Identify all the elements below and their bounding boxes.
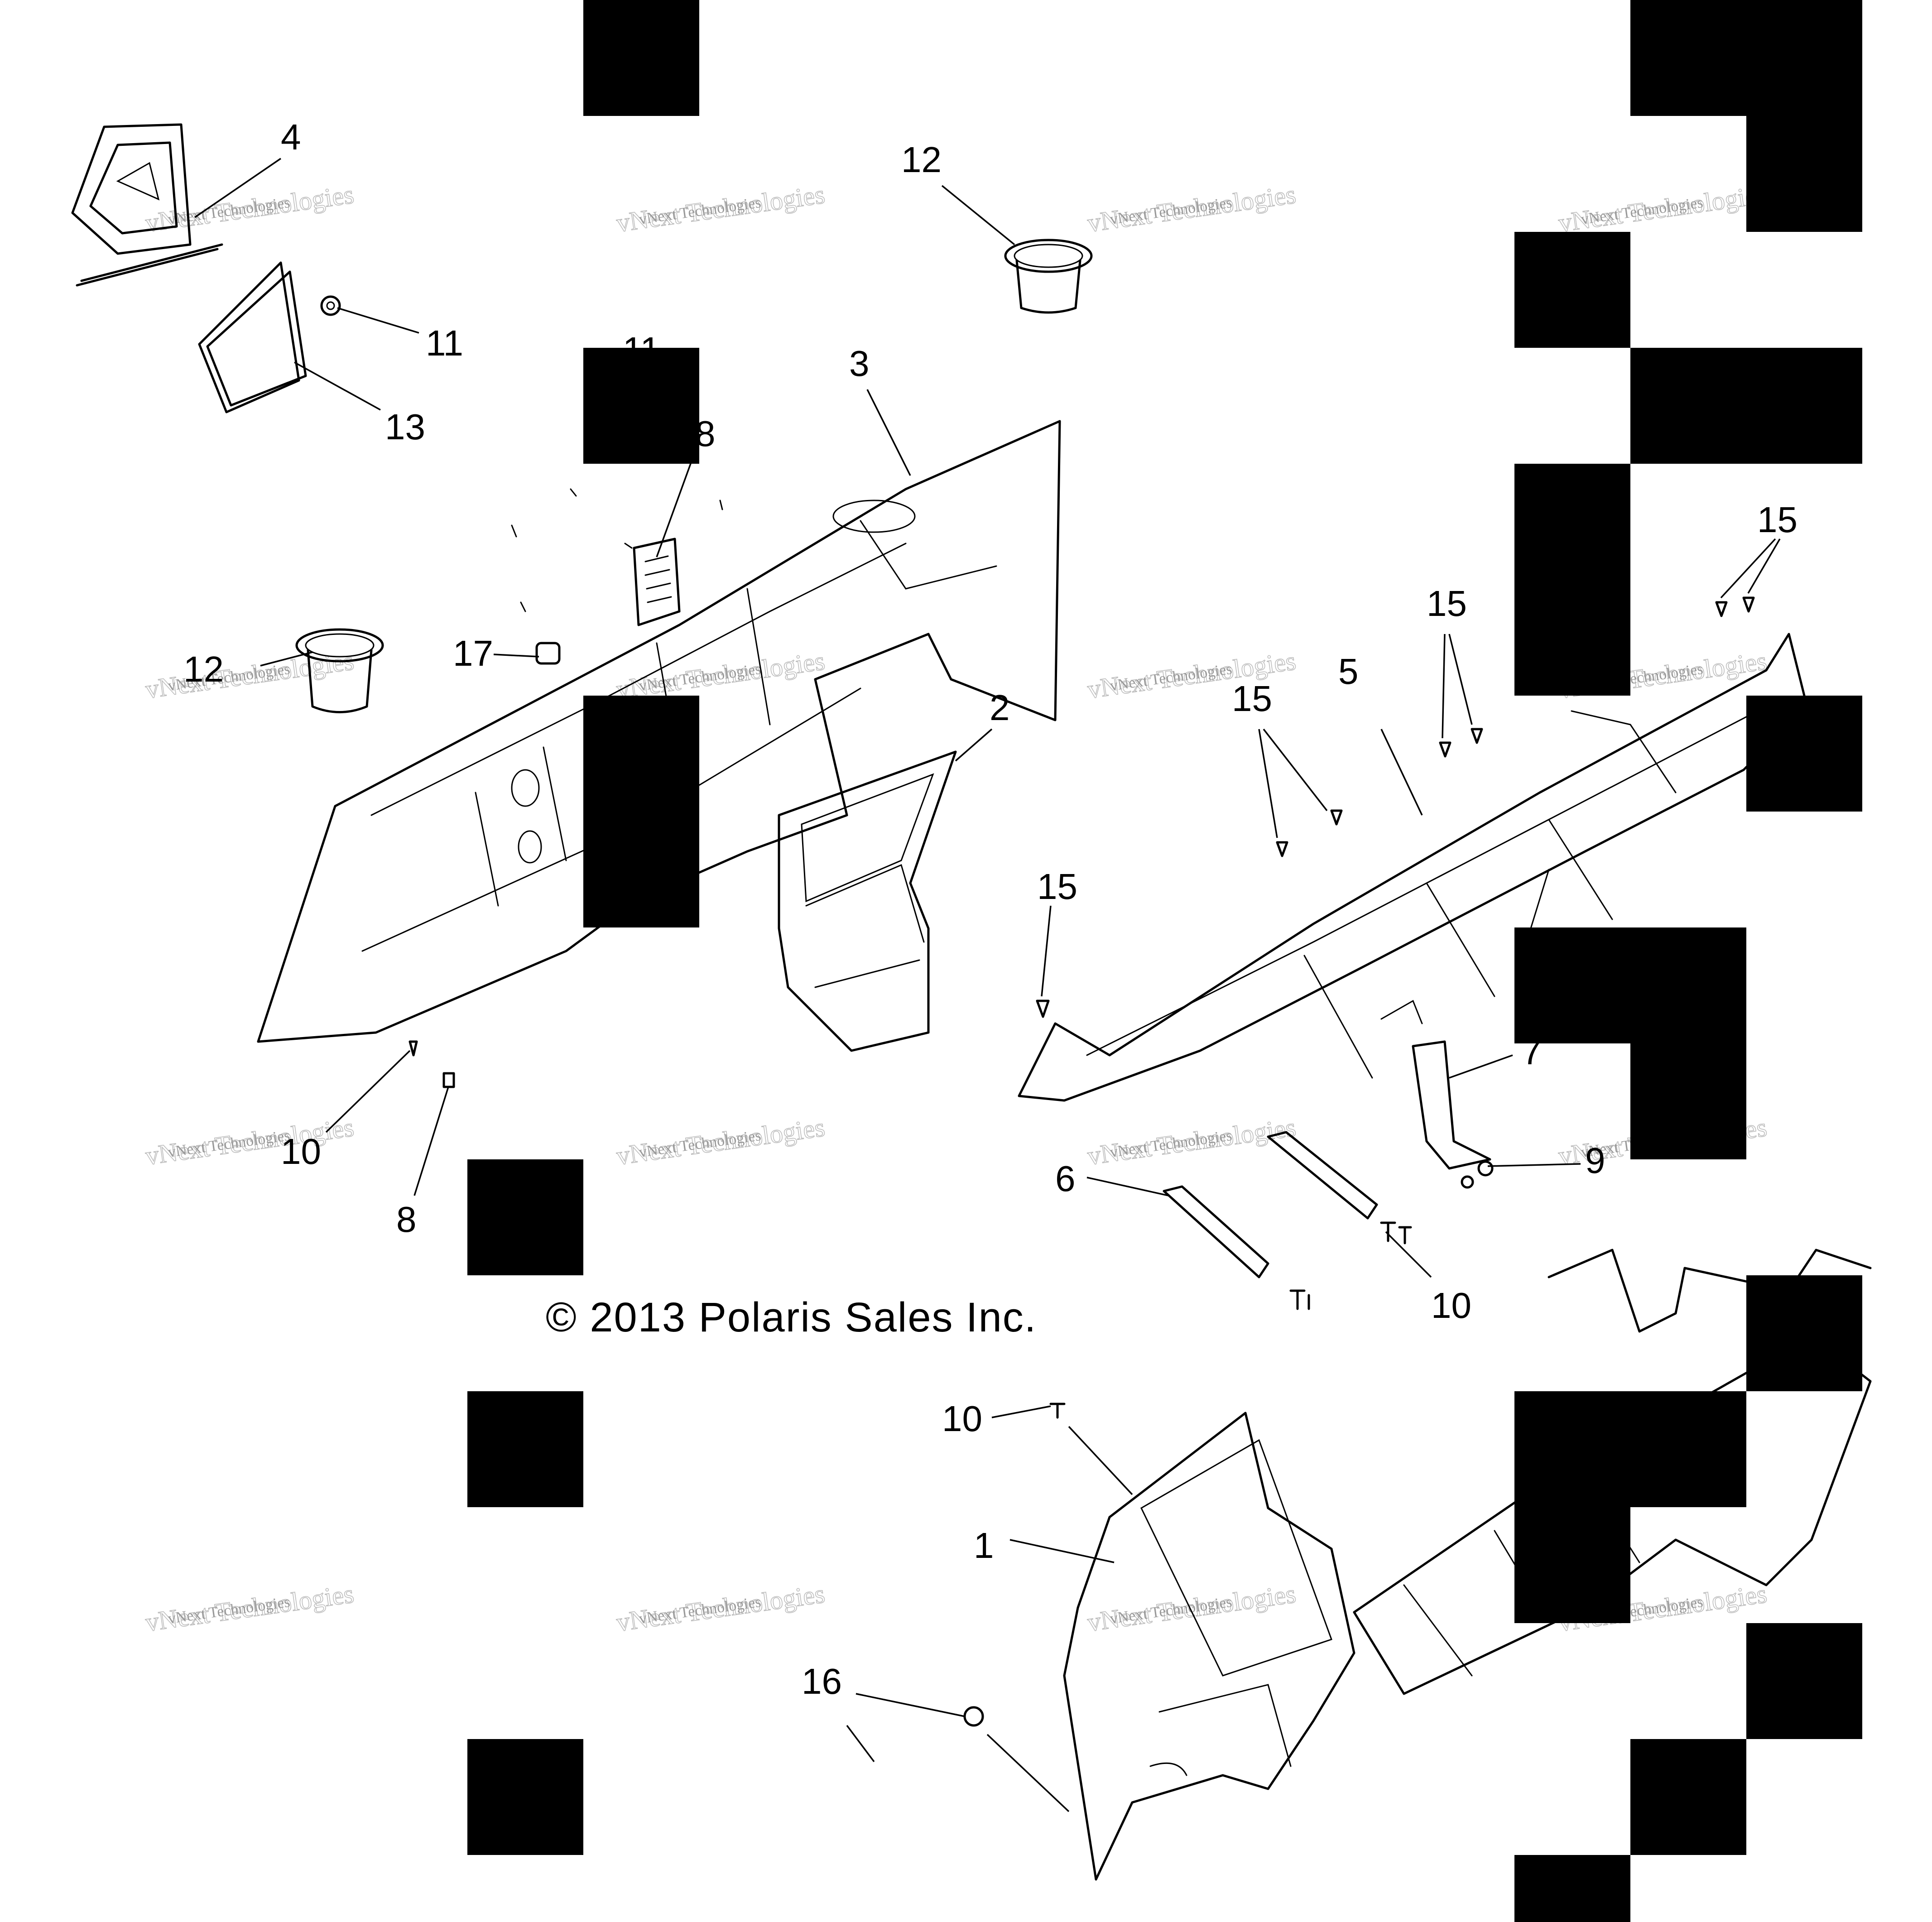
- callout-10-left: 10: [281, 1131, 321, 1172]
- callout-4: 4: [281, 117, 301, 157]
- part-11-nut: [320, 295, 341, 316]
- redaction-block: [1514, 1391, 1746, 1507]
- redaction-block: [1514, 232, 1630, 348]
- callout-13: 13: [385, 407, 425, 447]
- redaction-blocks: [467, 0, 1862, 1922]
- callout-8-bottom: 8: [396, 1199, 417, 1240]
- watermark: vNext Technologies vNext Technologies: [614, 1578, 827, 1637]
- part-12-cup-holder-top: [1004, 239, 1093, 314]
- part-13-seal: [198, 261, 307, 413]
- callout-labels: 1 2 3 4 5 6 7 8 8 9 10 10 10 11 11 12 12…: [183, 117, 1797, 1701]
- redaction-block: [1514, 464, 1630, 696]
- redaction-block: [1514, 1507, 1630, 1623]
- part-18-vent: [633, 538, 681, 626]
- watermark: vNext Technologies vNext Technologies: [1085, 1578, 1298, 1637]
- part-12-cup-holder-left: [295, 628, 384, 713]
- watermark: vNext Technologies vNext Technologies: [143, 1112, 356, 1171]
- part-6-brace-right: [1267, 1131, 1378, 1220]
- watermark: vNext Technologies vNext Technologies: [614, 1112, 827, 1171]
- callout-10-bottom: 10: [942, 1398, 982, 1439]
- redaction-block: [1630, 0, 1862, 116]
- redaction-block: [583, 0, 699, 116]
- redaction-block: [1746, 1623, 1862, 1739]
- callout-15-d: 15: [1757, 500, 1797, 540]
- watermark: vNext Technologies vNext Technologies: [614, 179, 827, 238]
- part-17-plug: [535, 642, 561, 665]
- redaction-block: [1630, 1043, 1746, 1159]
- redaction-block: [467, 1739, 583, 1855]
- redaction-block: [467, 1391, 583, 1507]
- callout-11-top: 11: [426, 323, 463, 363]
- redaction-block: [1514, 1855, 1630, 1922]
- watermark: vNext Technologies vNext Technologies: [143, 1578, 356, 1637]
- redaction-block: [1514, 927, 1746, 1043]
- callout-12-left: 12: [183, 649, 224, 689]
- callout-5: 5: [1338, 651, 1359, 692]
- part-6-brace-left: [1163, 1185, 1269, 1278]
- callout-15-c: 15: [1427, 583, 1467, 624]
- part-7-bracket: [1412, 1040, 1491, 1170]
- part-2-center-console: [778, 750, 957, 1052]
- callout-12-top: 12: [901, 139, 942, 180]
- callout-10-right: 10: [1431, 1285, 1471, 1326]
- watermark: vNext Technologies vNext Technologies: [614, 645, 827, 704]
- callout-15-b: 15: [1232, 678, 1272, 719]
- part-4-storage-door: [71, 123, 223, 287]
- watermark: vNext Technologies vNext Technologies: [1085, 1112, 1298, 1171]
- callout-9: 9: [1585, 1140, 1605, 1181]
- redaction-block: [1746, 696, 1862, 812]
- redaction-block: [1630, 1739, 1746, 1855]
- redaction-block: [583, 348, 699, 464]
- redaction-block: [1630, 348, 1862, 464]
- callout-6: 6: [1055, 1158, 1076, 1199]
- watermark: vNext Technologies vNext Technologies: [1085, 179, 1298, 238]
- leader-lines: [194, 158, 1781, 1812]
- callout-15-a: 15: [1037, 866, 1077, 907]
- callout-16: 16: [802, 1661, 842, 1701]
- redaction-block: [583, 696, 699, 927]
- redaction-block: [467, 1159, 583, 1275]
- copyright-notice: © 2013 Polaris Sales Inc.: [546, 1294, 1037, 1341]
- watermark: vNext Technologies vNext Technologies: [1556, 179, 1769, 238]
- callout-3: 3: [849, 343, 870, 384]
- callout-1: 1: [974, 1525, 994, 1566]
- redaction-block: [1746, 1275, 1862, 1391]
- watermark: vNext Technologies vNext Technologies: [143, 645, 356, 704]
- redaction-block: [1746, 116, 1862, 232]
- fastener-set: [409, 488, 1755, 1727]
- part-5-dash-panel: [1018, 633, 1808, 1102]
- callout-17: 17: [453, 633, 493, 673]
- callout-2: 2: [990, 687, 1010, 728]
